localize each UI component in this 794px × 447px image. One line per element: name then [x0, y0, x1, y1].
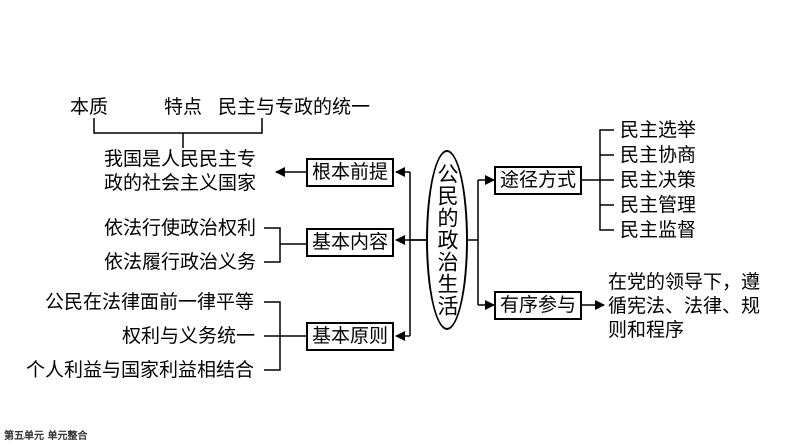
ways-item-2: 民主协商: [620, 144, 697, 166]
box-principle: 基本原则: [306, 322, 394, 351]
ways-item-4: 民主管理: [620, 194, 697, 216]
label-essence: 本质: [70, 96, 109, 118]
content-item-2: 依法履行政治义务: [104, 251, 257, 273]
center-ellipse: 公民的政治生活: [426, 150, 468, 330]
principle-item-2: 权利与义务统一: [122, 325, 256, 347]
top-bracket: [93, 118, 263, 134]
premise-content-line1: 我国是人民民主专: [104, 148, 257, 170]
center-title: 公民的政治生活: [435, 163, 459, 317]
orderly-content-line3: 则和程序: [608, 319, 685, 341]
label-feature: 特点: [164, 96, 203, 118]
ways-brace: [599, 129, 614, 231]
label-unity: 民主与专政的统一: [218, 96, 371, 118]
premise-content-line2: 政的社会主义国家: [104, 172, 257, 194]
principle-item-3: 个人利益与国家利益相结合: [26, 359, 255, 381]
ways-item-1: 民主选举: [620, 119, 697, 141]
content-item-1: 依法行使政治权利: [104, 217, 257, 239]
footer-label: 第五单元 单元整合: [4, 431, 88, 442]
principle-brace: [264, 301, 306, 371]
box-orderly: 有序参与: [494, 291, 582, 320]
ways-item-5: 民主监督: [620, 219, 697, 241]
content-brace: [264, 227, 306, 263]
box-ways: 途径方式: [494, 166, 582, 195]
ways-item-3: 民主决策: [620, 169, 697, 191]
box-content: 基本内容: [306, 228, 394, 257]
box-premise: 根本前提: [306, 158, 394, 187]
principle-item-1: 公民在法律面前一律平等: [45, 291, 255, 313]
orderly-content-line2: 循宪法、法律、规: [608, 295, 761, 317]
orderly-content-line1: 在党的领导下，遵: [608, 271, 761, 293]
